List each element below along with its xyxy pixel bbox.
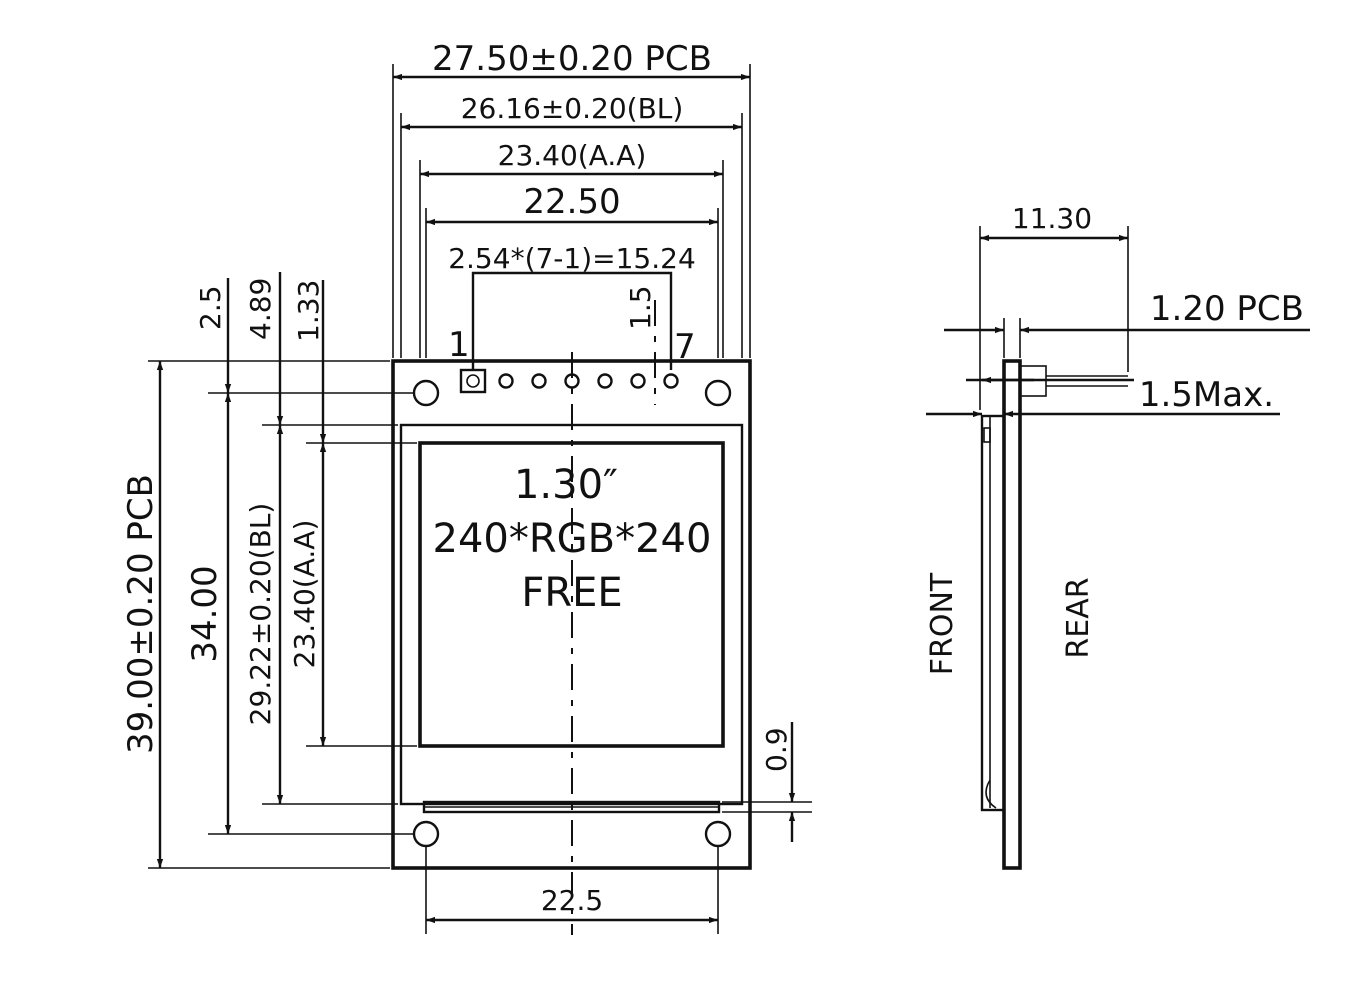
side-dim-pcb: 1.20 PCB	[1150, 289, 1304, 329]
pin-hole	[630, 373, 646, 389]
mount-hole-top-right	[704, 379, 732, 407]
dim-pin-offset: 1.5	[624, 285, 657, 330]
bottom-dimensions: 0.9 22.5	[425, 722, 812, 934]
side-dim-thickness: 11.30	[1012, 202, 1092, 235]
pin-hole	[498, 373, 514, 389]
dim-aa-height: 23.40(A.A)	[288, 520, 321, 669]
mount-hole-bottom-right	[704, 820, 732, 848]
mount-hole-bottom-left	[412, 820, 440, 848]
side-label-front: FRONT	[925, 572, 960, 675]
pin-1-square	[459, 368, 487, 394]
left-dimensions: 2.5 4.89 1.33 39.00±0.20 PCB 34.00 29.22…	[121, 272, 417, 869]
dim-0-9: 0.9	[760, 727, 793, 772]
dim-hole-spacing-vertical: 34.00	[185, 565, 225, 662]
side-pcb	[1002, 359, 1022, 870]
pin-hole	[597, 373, 613, 389]
pin-hole	[531, 373, 547, 389]
dim-hole-spacing-top: 22.50	[523, 182, 620, 222]
side-dim-max: 1.5Max.	[1139, 375, 1274, 415]
dim-4-89: 4.89	[244, 278, 277, 340]
display-note: FREE	[521, 570, 622, 616]
dim-pcb-height: 39.00±0.20 PCB	[121, 474, 161, 754]
mount-hole-top-left	[412, 379, 440, 407]
top-dimensions: 27.50±0.20 PCB 26.16±0.20(BL) 23.40(A.A)…	[392, 39, 751, 370]
dim-1-33: 1.33	[292, 280, 325, 342]
dim-bl-width: 26.16±0.20(BL)	[461, 92, 684, 125]
dim-pin-pitch: 2.54*(7-1)=15.24	[448, 242, 696, 275]
display-resolution: 240*RGB*240	[433, 516, 712, 562]
side-label-rear: REAR	[1061, 577, 1096, 658]
dim-aa-width: 23.40(A.A)	[498, 139, 647, 172]
dim-bl-height: 29.22±0.20(BL)	[244, 503, 277, 726]
pin-first-label: 1	[448, 325, 470, 365]
pin-last-label: 7	[674, 327, 696, 367]
front-view: 1.30″ 240*RGB*240 FREE	[391, 300, 752, 935]
display-size: 1.30″	[514, 462, 618, 508]
side-display	[980, 414, 1006, 812]
dim-hole-spacing-bottom: 22.5	[541, 884, 603, 917]
side-view: 11.30 1.20 PCB 1.5Max. FRONT REAR	[925, 202, 1310, 870]
dim-pcb-width: 27.50±0.20 PCB	[432, 39, 712, 79]
dim-2-5: 2.5	[194, 285, 227, 330]
pin-hole	[663, 373, 679, 389]
